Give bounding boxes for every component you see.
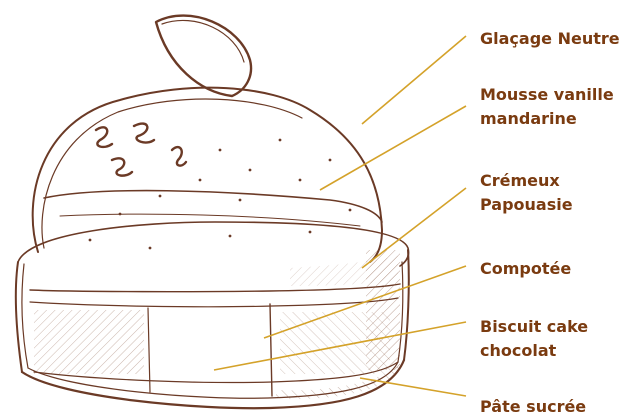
label-biscuit: Biscuit cake chocolat — [480, 317, 594, 360]
leader-glacage — [362, 36, 466, 124]
leader-pate — [360, 378, 466, 396]
label-pate: Pâte sucrée — [480, 397, 586, 416]
label-glacage: Glaçage Neutre — [480, 29, 620, 48]
dome-speckles — [89, 139, 352, 250]
mandarin-segment — [156, 16, 251, 96]
label-cremeux: Crémeux Papouasie — [480, 171, 573, 214]
pastry-sketch — [16, 16, 409, 409]
mousse-dome — [33, 88, 382, 262]
label-mousse: Mousse vanille mandarine — [480, 85, 619, 128]
label-compotee: Compotée — [480, 259, 571, 278]
leader-mousse — [320, 106, 466, 190]
tart-base — [16, 222, 409, 408]
layer-labels: Glaçage Neutre Mousse vanille mandarine … — [480, 29, 620, 416]
